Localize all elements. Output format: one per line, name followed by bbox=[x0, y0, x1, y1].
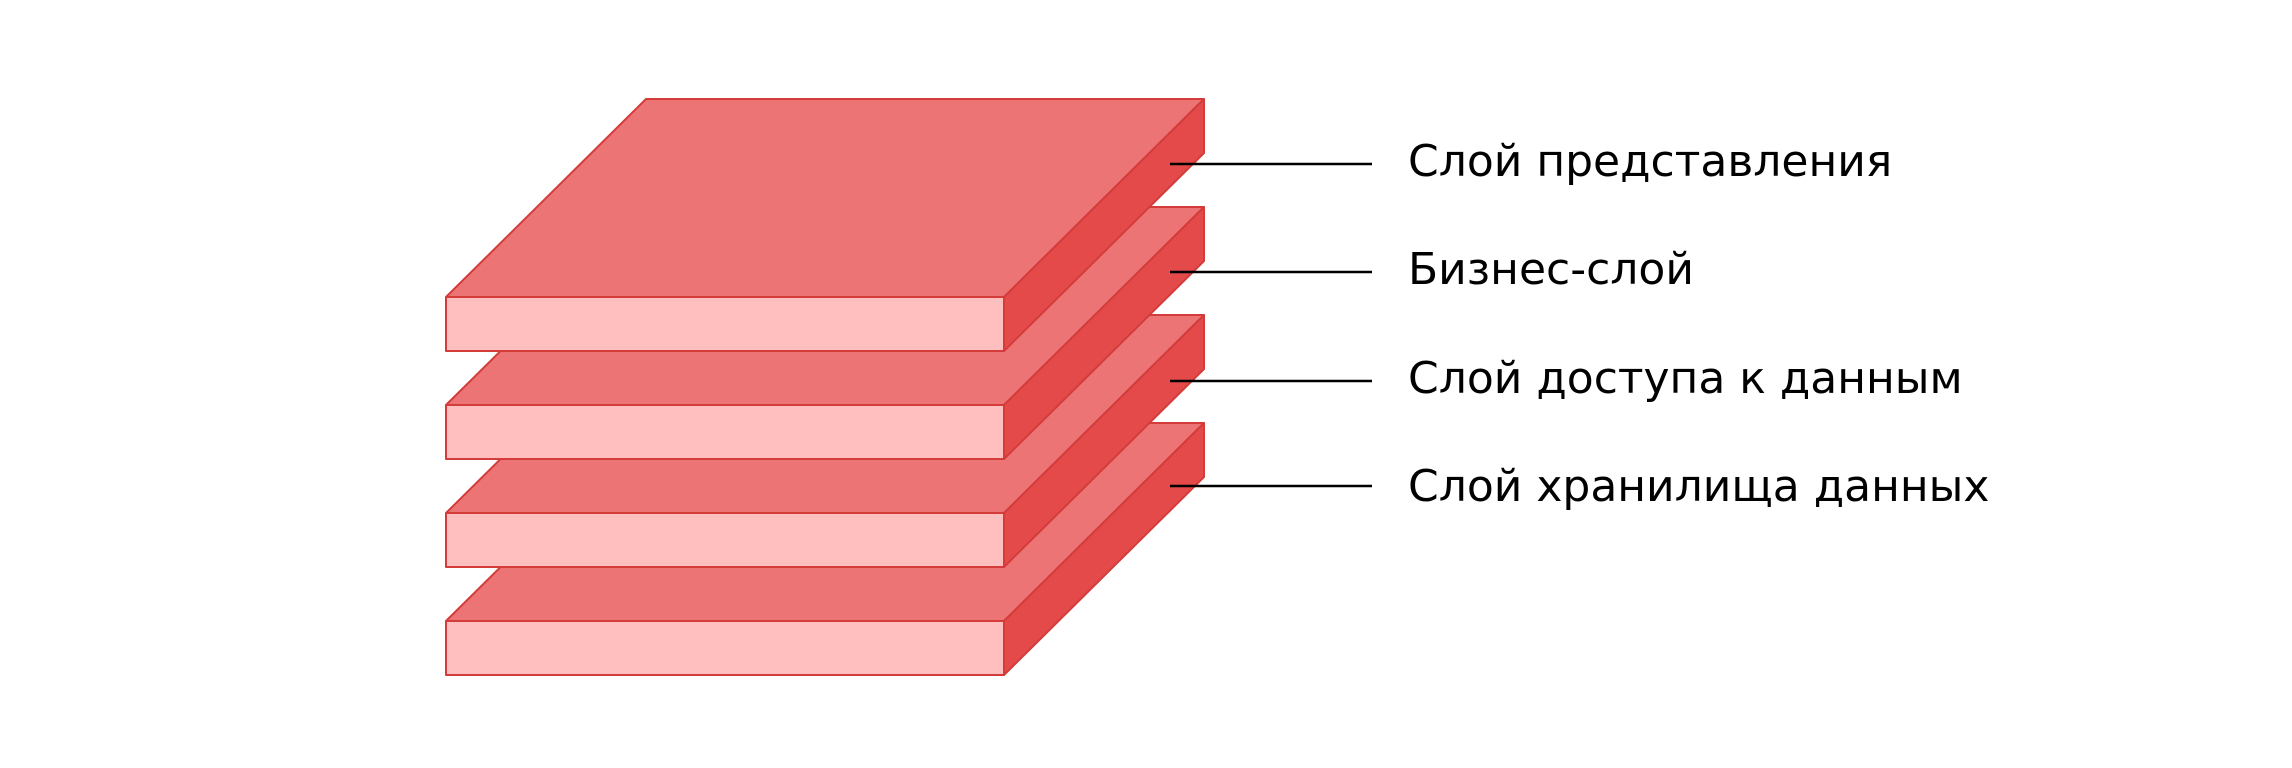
layer-slabs bbox=[445, 98, 1205, 676]
slab-front-face bbox=[445, 404, 1005, 460]
slab-presentation bbox=[445, 98, 1205, 352]
layer-label-data-storage: Слой хранилища данных bbox=[1408, 461, 1989, 512]
layer-label-data-access: Слой доступа к данным bbox=[1408, 353, 1963, 404]
layer-label-presentation: Слой представления bbox=[1408, 136, 1892, 187]
layer-label-business: Бизнес-слой bbox=[1408, 244, 1694, 295]
slab-front-face bbox=[445, 296, 1005, 352]
slab-front-face bbox=[445, 620, 1005, 676]
layer-labels: Слой представления Бизнес-слой Слой дост… bbox=[1408, 136, 1989, 512]
slab-front-face bbox=[445, 512, 1005, 568]
leader-lines bbox=[1170, 162, 1372, 488]
